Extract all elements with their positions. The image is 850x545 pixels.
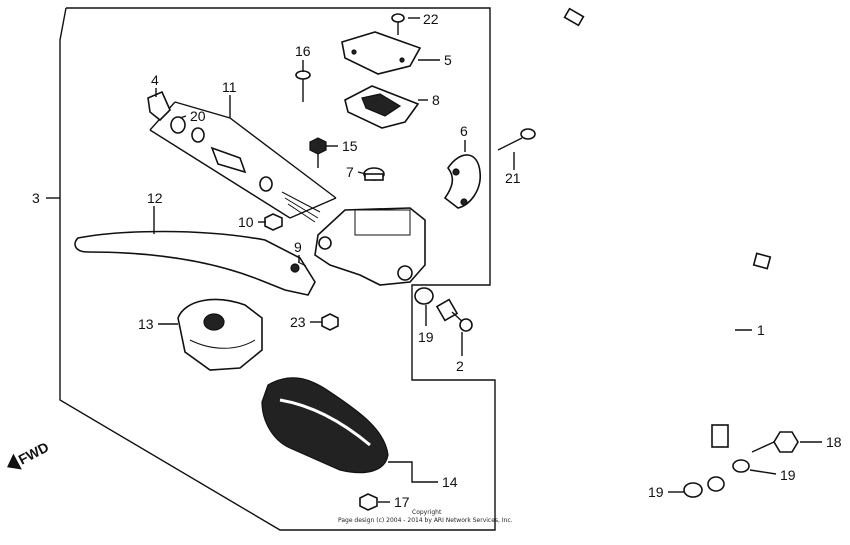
callout-19-bottom: 19: [648, 484, 664, 500]
callout-16: 16: [295, 43, 311, 59]
callout-labels: 22 5 8 16 15 7 6 21 4 11 20 3 12 10 9 13…: [32, 11, 842, 510]
callout-18: 18: [826, 434, 842, 450]
cap-7: [363, 167, 385, 181]
lever-guard: [261, 377, 389, 474]
copyright-line-1: Copyright: [412, 509, 442, 516]
callout-1: 1: [757, 322, 765, 338]
nut-23: [321, 313, 339, 331]
diaphragm: [344, 85, 420, 129]
callout-7: 7: [346, 164, 354, 180]
reservoir-cover: [177, 298, 263, 371]
callout-19-left: 19: [418, 329, 434, 345]
brake-lever: [74, 230, 316, 296]
nut-10: [264, 213, 283, 231]
callout-14: 14: [442, 474, 458, 490]
callout-15: 15: [342, 138, 358, 154]
leader-lines: [153, 17, 822, 503]
master-cylinder: [314, 207, 426, 286]
callout-6: 6: [460, 123, 468, 139]
callout-11: 11: [222, 79, 237, 95]
reservoir-cap: [341, 31, 422, 75]
callout-5: 5: [444, 52, 452, 68]
copyright-line-2: Page design (c) 2004 - 2014 by ARI Netwo…: [338, 517, 513, 524]
callout-23: 23: [290, 314, 306, 330]
callout-20: 20: [190, 108, 206, 124]
bolt-18: [751, 431, 799, 453]
nut-17: [359, 493, 378, 511]
callout-10: 10: [238, 214, 254, 230]
callout-9: 9: [294, 239, 302, 255]
bolt-2: [435, 298, 473, 332]
screw-21: [497, 128, 536, 151]
pivot-pin-9: [297, 261, 307, 267]
piston-kit: [149, 101, 337, 223]
callout-8: 8: [432, 92, 440, 108]
clamp-holder: [443, 154, 481, 209]
sealing-washers: [414, 287, 750, 498]
screw-16: [295, 70, 311, 102]
callout-2: 2: [456, 358, 464, 374]
callout-17: 17: [394, 494, 410, 510]
callout-12: 12: [147, 190, 163, 206]
callout-3: 3: [32, 190, 40, 206]
arrow-left-icon: [7, 453, 22, 470]
screw-22: [391, 13, 405, 35]
bolt-15: [309, 137, 327, 168]
callout-19-right: 19: [780, 467, 796, 483]
assembly-outline: [46, 7, 496, 531]
callout-21: 21: [505, 170, 521, 186]
forward-arrow: FWD: [7, 439, 52, 470]
brake-hose: [563, 7, 789, 483]
callout-22: 22: [423, 11, 439, 27]
callout-13: 13: [138, 316, 154, 332]
copyright-notice: Copyright Page design (c) 2004 - 2014 by…: [338, 509, 513, 524]
fwd-label: FWD: [16, 439, 52, 468]
dust-boot: [147, 90, 171, 122]
callout-4: 4: [151, 72, 159, 88]
